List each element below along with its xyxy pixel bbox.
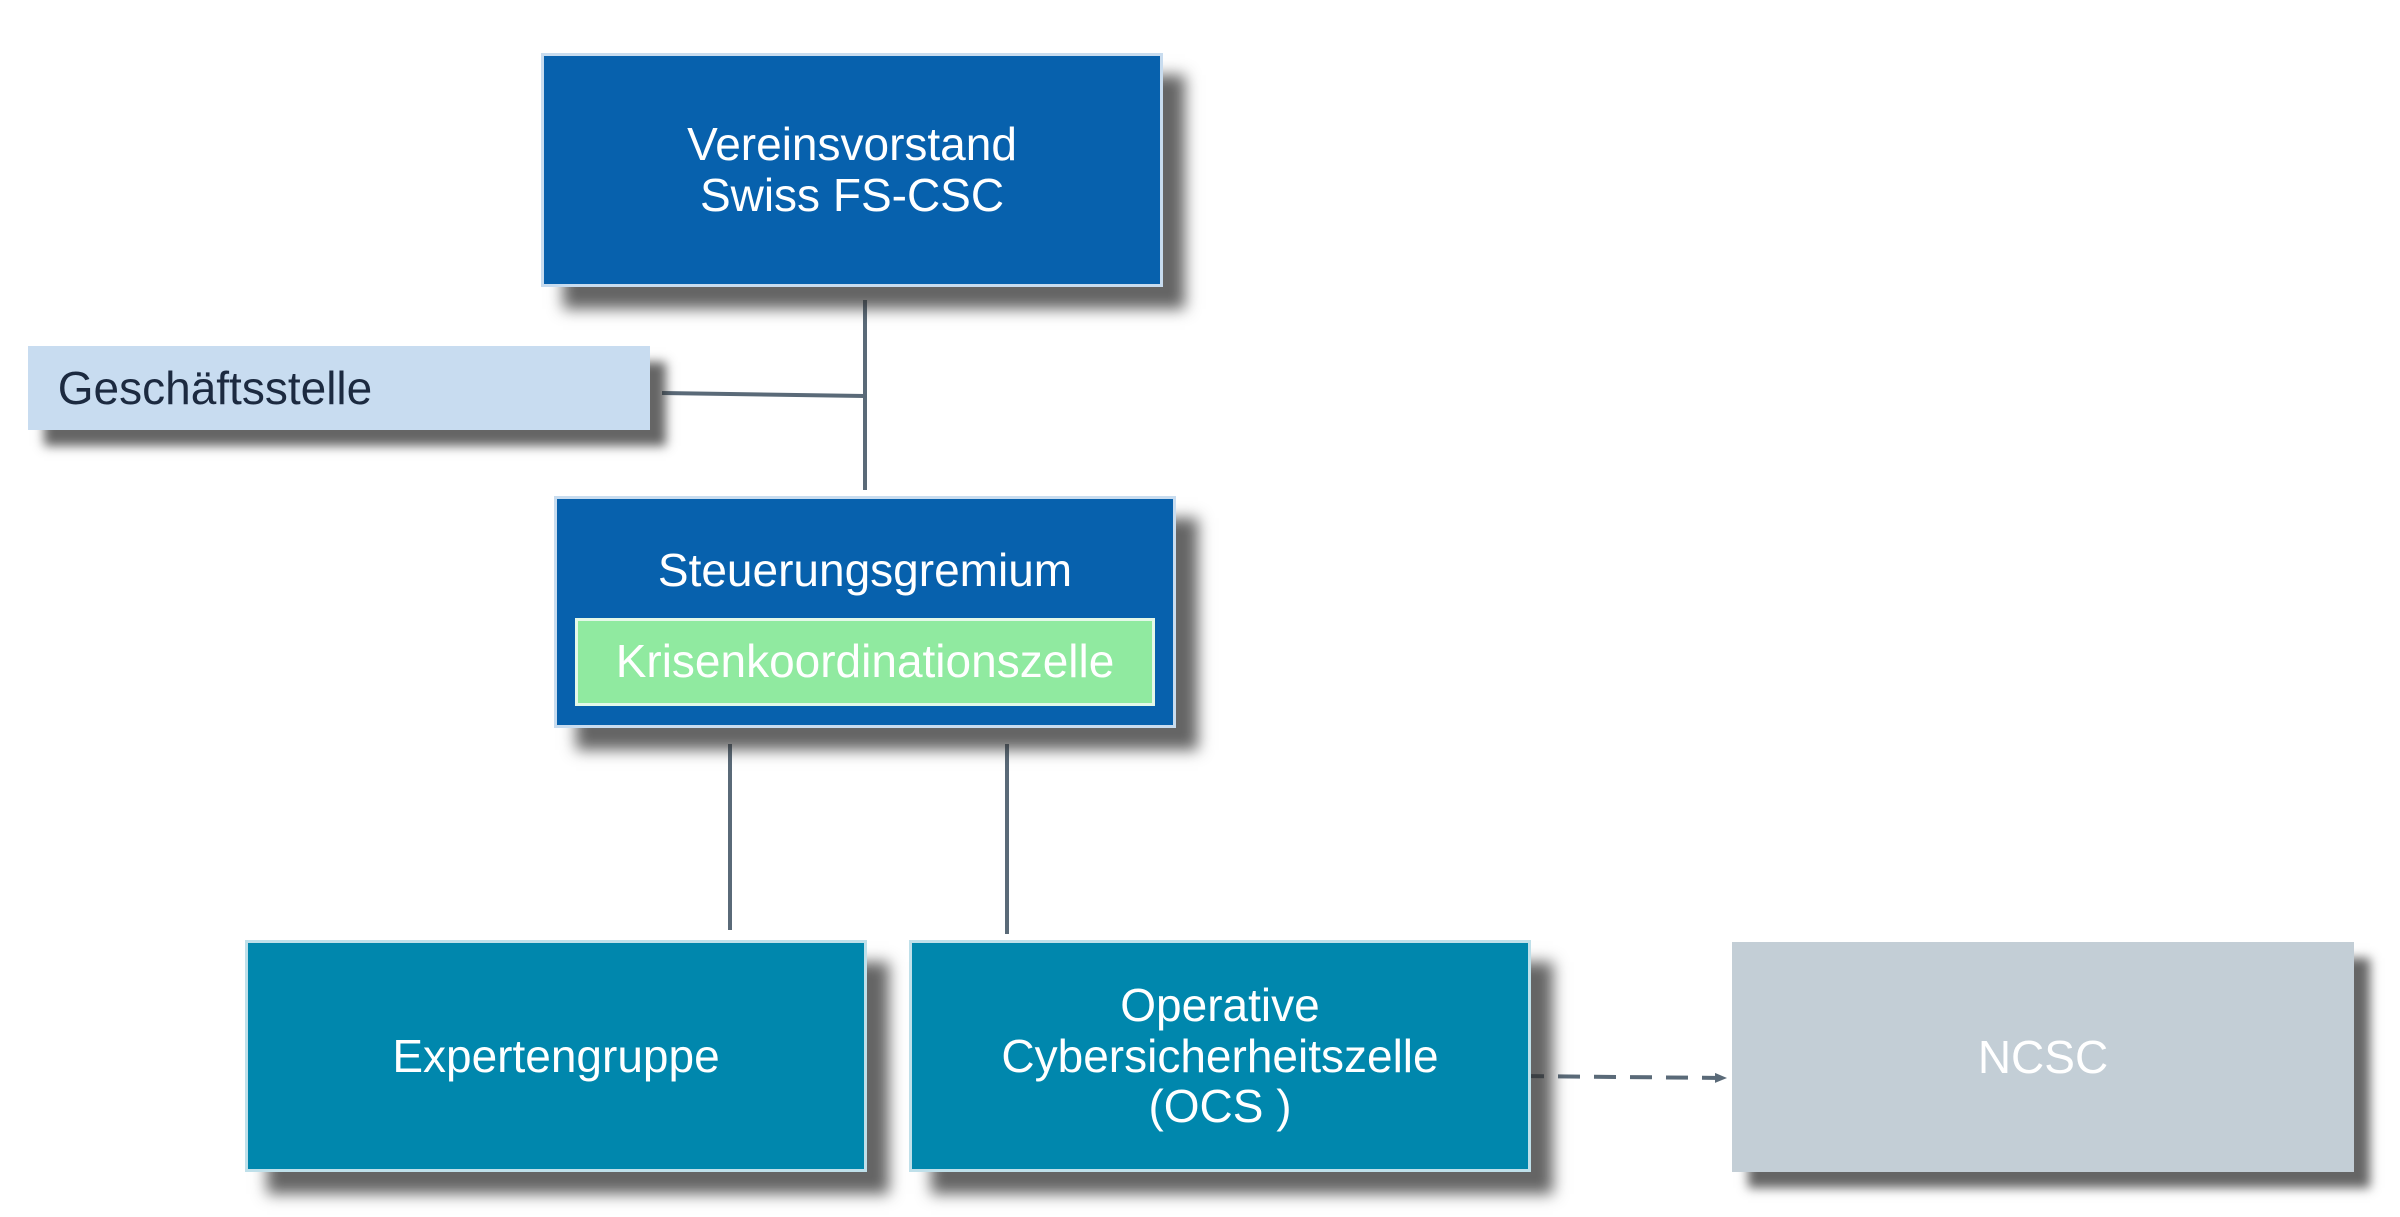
node-geschaeftsstelle-label: Geschäftsstelle (57, 361, 373, 414)
node-vereinsvorstand: Vereinsvorstand Swiss FS-CSC (541, 53, 1163, 287)
node-vereinsvorstand-line2: Swiss FS-CSC (699, 169, 1005, 221)
node-expertengruppe: Expertengruppe (245, 940, 867, 1172)
node-krisenkoordinationszelle-label: Krisenkoordinationszelle (615, 635, 1115, 688)
node-ocs-line2: Cybersicherheitszelle (1001, 1029, 1439, 1082)
node-ocs-line1: Operative (1120, 979, 1320, 1032)
node-vereinsvorstand-line1: Vereinsvorstand (687, 118, 1017, 171)
node-ncsc-label: NCSC (1977, 1030, 2109, 1083)
node-expertengruppe-label: Expertengruppe (392, 1029, 720, 1082)
node-geschaeftsstelle: Geschäftsstelle (28, 346, 650, 430)
node-steuerungsgremium: Steuerungsgremium Krisenkoordinationszel… (554, 496, 1176, 728)
node-ocs-line3: (OCS ) (1148, 1080, 1292, 1133)
node-krisenkoordinationszelle: Krisenkoordinationszelle (575, 617, 1155, 706)
edge-geschaeftsstelle-connector (661, 391, 866, 398)
node-steuerungsgremium-label: Steuerungsgremium (657, 544, 1073, 596)
node-ncsc: NCSC (1732, 942, 2354, 1172)
edge-ocs-ncsc-dashed (1517, 1071, 1727, 1083)
node-ocs: Operative Cybersicherheitszelle (OCS ) (909, 940, 1531, 1172)
